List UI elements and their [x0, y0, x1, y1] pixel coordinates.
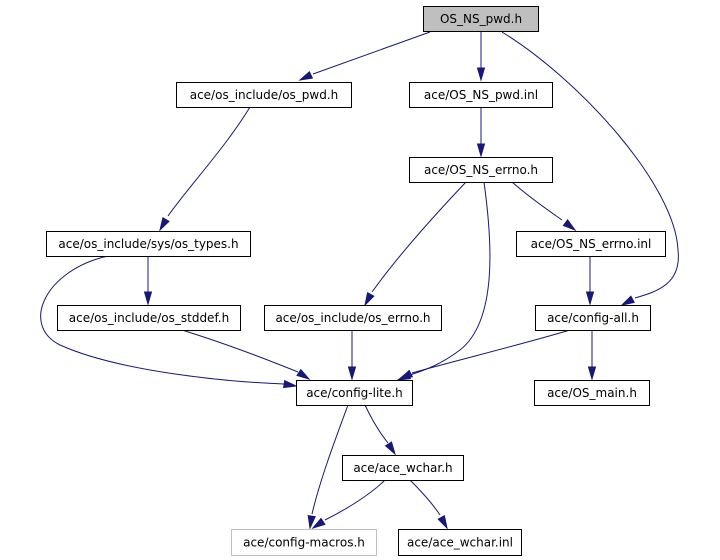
node-ace-wchar-h[interactable]: ace/ace_wchar.h: [342, 455, 464, 481]
edge-os_ns_errno_h-to-os_ns_errno_inl: [511, 181, 577, 232]
node-label: ace/os_include/os_stddef.h: [69, 311, 229, 325]
node-label: ace/ace_wchar.h: [353, 461, 452, 475]
edge-os_pwd_h-to-sys_os_types_h: [159, 106, 251, 232]
node-label: ace/OS_NS_errno.inl: [531, 237, 652, 251]
node-ace-wchar-inl[interactable]: ace/ace_wchar.inl: [398, 529, 522, 556]
node-label: ace/config-lite.h: [306, 386, 403, 400]
edge-sys_os_types_h-to-config_lite_h: [40, 255, 298, 389]
node-label: ace/os_include/os_errno.h: [275, 311, 430, 325]
node-label: ace/os_include/os_pwd.h: [190, 88, 339, 102]
edge-os_stddef_h-to-config_lite_h: [181, 329, 311, 380]
node-label: ace/ace_wchar.inl: [407, 536, 513, 550]
node-os-ns-pwd-inl[interactable]: ace/OS_NS_pwd.inl: [409, 82, 553, 108]
edge-config_all_h-to-os_main_h: [587, 330, 597, 381]
node-os-ns-pwd-h[interactable]: OS_NS_pwd.h: [423, 6, 539, 32]
node-os-stddef-h[interactable]: ace/os_include/os_stddef.h: [57, 305, 241, 331]
edge-os_errno_h-to-config_lite_h: [347, 330, 357, 381]
edge-os_ns_errno_inl-to-config_all_h: [585, 256, 595, 306]
edge-config_all_h-to-config_lite_h: [398, 329, 571, 380]
node-os-ns-errno-inl[interactable]: ace/OS_NS_errno.inl: [516, 231, 666, 257]
edge-os_ns_pwd_inl-to-os_ns_errno_h: [476, 107, 486, 158]
node-os-pwd-h[interactable]: ace/os_include/os_pwd.h: [176, 82, 352, 108]
node-os-errno-h[interactable]: ace/os_include/os_errno.h: [264, 305, 442, 331]
edges-layer: [40, 31, 679, 530]
edge-os_ns_errno_h-to-config_lite_h: [396, 181, 491, 381]
edge-ace_wchar_h-to-ace_wchar_inl: [409, 479, 448, 530]
edge-ace_wchar_h-to-config_macros_h: [311, 479, 386, 529]
node-label: OS_NS_pwd.h: [440, 12, 522, 26]
node-label: ace/OS_NS_pwd.inl: [424, 88, 538, 102]
edge-os_ns_pwd_h-to-os_pwd_h: [298, 31, 431, 81]
edge-os_ns_pwd_h-to-config_all_h: [501, 31, 679, 306]
node-sys-os-types-h[interactable]: ace/os_include/sys/os_types.h: [46, 231, 251, 257]
edge-os_ns_errno_h-to-os_errno_h: [364, 181, 467, 307]
nodes-layer: OS_NS_pwd.h ace/os_include/os_pwd.h ace/OS…: [46, 6, 666, 556]
edge-sys_os_types_h-to-os_stddef_h: [143, 256, 153, 306]
node-label: ace/config-all.h: [547, 311, 639, 325]
edge-config_lite_h-to-config_macros_h: [307, 404, 349, 530]
node-config-macros-h[interactable]: ace/config-macros.h: [231, 529, 377, 556]
node-label: ace/config-macros.h: [243, 536, 365, 550]
node-label: ace/OS_NS_errno.h: [424, 163, 538, 177]
node-label: ace/os_include/sys/os_types.h: [58, 237, 238, 251]
node-os-ns-errno-h[interactable]: ace/OS_NS_errno.h: [409, 157, 553, 183]
node-label: ace/OS_main.h: [547, 386, 637, 400]
node-os-main-h[interactable]: ace/OS_main.h: [534, 380, 650, 406]
edge-config_lite_h-to-ace_wchar_h: [364, 404, 396, 456]
node-config-lite-h[interactable]: ace/config-lite.h: [296, 380, 413, 406]
edge-os_ns_pwd_h-to-os_ns_pwd_inl: [476, 32, 486, 82]
node-config-all-h[interactable]: ace/config-all.h: [535, 305, 651, 331]
